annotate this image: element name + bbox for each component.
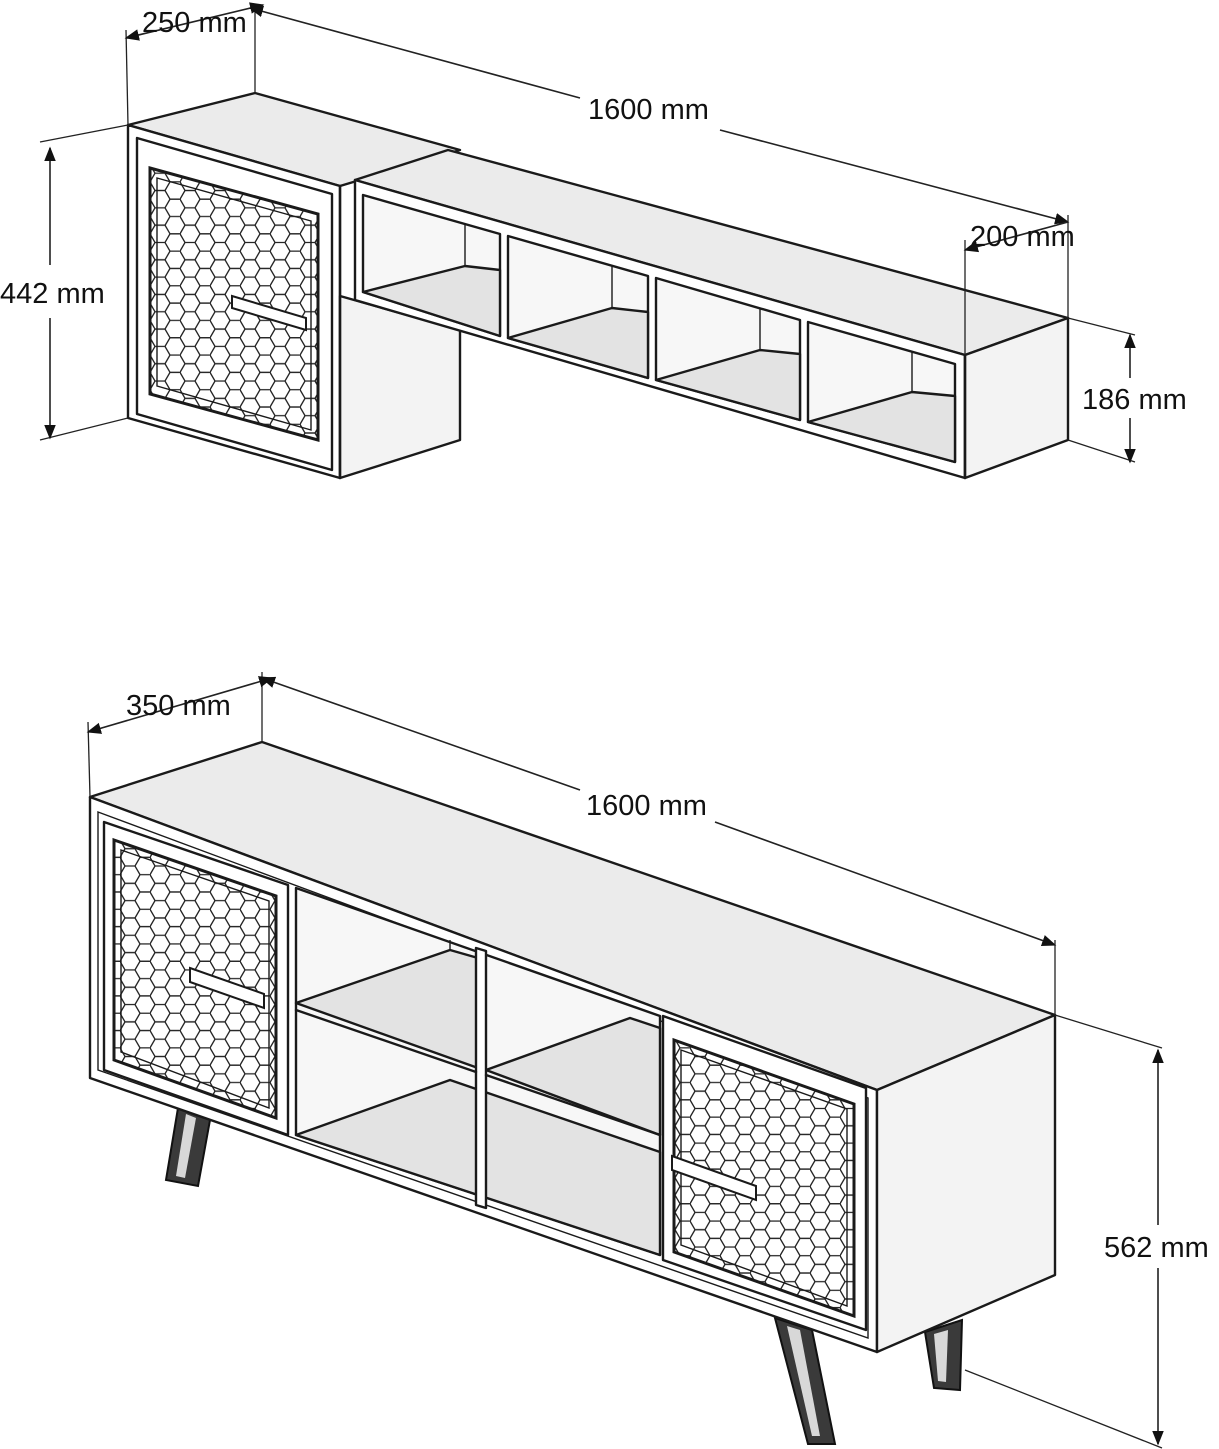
bottom-tv-stand: 350 mm 1600 mm 562 mm — [86, 672, 1209, 1449]
dim-bottom-depth: 350 mm — [126, 690, 231, 722]
top-cabinet-door-frame — [135, 136, 334, 472]
top-cabinet-door-handle — [231, 294, 307, 332]
middle-divider — [474, 946, 488, 1210]
middle-upper-shelf-right — [484, 1016, 662, 1137]
dim-top-depth: 250 mm — [142, 7, 247, 39]
dim-top-height: 442 mm — [0, 278, 105, 310]
dim-shelf-height: 186 mm — [1082, 384, 1187, 416]
tv-stand-right-side — [875, 1013, 1057, 1354]
top-wall-unit: 250 mm 1600 mm 200 mm 442 mm 186 mm — [0, 2, 1187, 480]
right-door-pattern — [672, 1037, 856, 1319]
dim-top-width: 1600 mm — [588, 94, 709, 126]
dim-shelf-depth: 200 mm — [970, 221, 1075, 253]
left-door-handle — [189, 966, 265, 1010]
dim-bottom-width: 1600 mm — [586, 790, 707, 822]
right-door-handle — [671, 1154, 757, 1202]
dim-bottom-height: 562 mm — [1104, 1232, 1209, 1264]
